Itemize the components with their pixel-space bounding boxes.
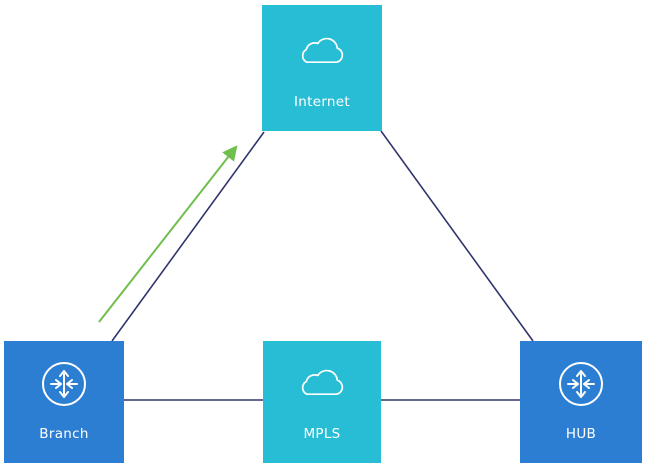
node-label: Internet: [293, 94, 350, 110]
node-mpls: MPLS: [263, 341, 381, 463]
cloud-icon: [263, 359, 381, 409]
node-internet: Internet: [262, 5, 382, 131]
node-label: HUB: [565, 426, 597, 442]
node-label: Branch: [39, 426, 89, 442]
node-branch: Branch: [4, 341, 124, 463]
node-label: MPLS: [303, 426, 341, 442]
cloud-icon: [262, 27, 382, 77]
router-icon: [520, 359, 642, 409]
edge-branch-internet: [111, 131, 265, 342]
edge-internet-hub: [380, 130, 534, 342]
arrow-branch-to-internet: [98, 145, 238, 323]
router-icon: [4, 359, 124, 409]
node-hub: HUB: [520, 341, 642, 463]
